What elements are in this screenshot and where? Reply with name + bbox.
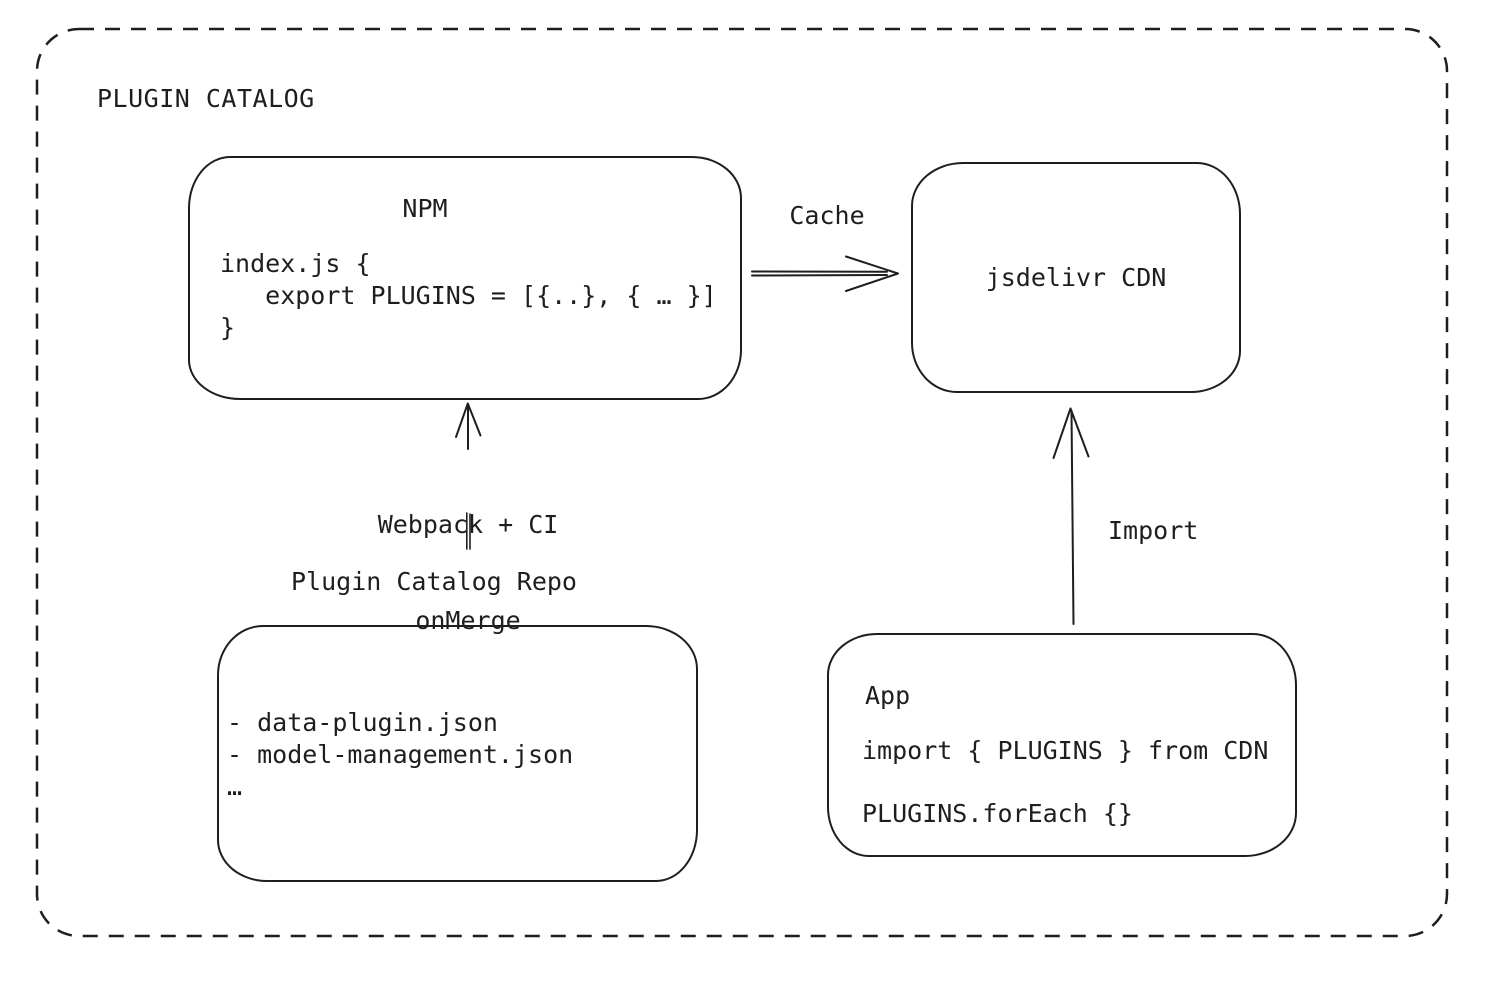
npm-node-title: NPM: [402, 194, 448, 223]
repo-file-list: - data-plugin.json - model-management.js…: [227, 707, 573, 803]
npm-code-block: index.js { export PLUGINS = [{..}, { … }…: [220, 248, 717, 344]
npm-code-line: index.js {: [220, 249, 371, 278]
cdn-node-label: jsdelivr CDN: [985, 262, 1167, 292]
repo-file-item: - data-plugin.json: [227, 708, 498, 737]
import-arrowhead-icon: [1052, 407, 1090, 459]
node-jsdelivr-cdn: jsdelivr CDN: [911, 162, 1241, 393]
repo-file-item: …: [227, 772, 243, 801]
app-code-line: import { PLUGINS } from CDN: [862, 736, 1269, 765]
build-edge-label-line: Webpack + CI: [377, 510, 559, 539]
node-npm: NPM index.js { export PLUGINS = [{..}, {…: [188, 156, 742, 400]
diagram-title: PLUGIN CATALOG: [97, 84, 315, 113]
cache-arrow: [751, 255, 899, 292]
app-node-title: App: [865, 681, 911, 710]
build-edge-label-line: onMerge: [415, 606, 521, 635]
repo-file-item: - model-management.json: [227, 740, 574, 769]
build-arrow: [455, 402, 482, 450]
cache-arrowhead-icon: [845, 255, 899, 292]
node-plugin-catalog-repo: - data-plugin.json - model-management.js…: [217, 625, 698, 882]
node-app: App import { PLUGINS } from CDN PLUGINS.…: [827, 633, 1297, 857]
import-arrow: [1052, 407, 1090, 625]
import-edge-label: Import: [1108, 516, 1199, 545]
cache-edge-label: Cache: [789, 201, 865, 230]
cache-arrow-shaft: [751, 274, 888, 277]
build-edge-label: Webpack + CI onMerge: [348, 445, 588, 701]
npm-code-line: }: [220, 313, 236, 342]
app-code-line: PLUGINS.forEach {}: [862, 799, 1133, 828]
repo-node-label: Plugin Catalog Repo: [291, 567, 577, 596]
build-arrowhead-icon: [455, 402, 482, 438]
npm-code-line: export PLUGINS = [{..}, { … }]: [220, 281, 717, 310]
import-arrow-shaft: [1070, 410, 1075, 625]
